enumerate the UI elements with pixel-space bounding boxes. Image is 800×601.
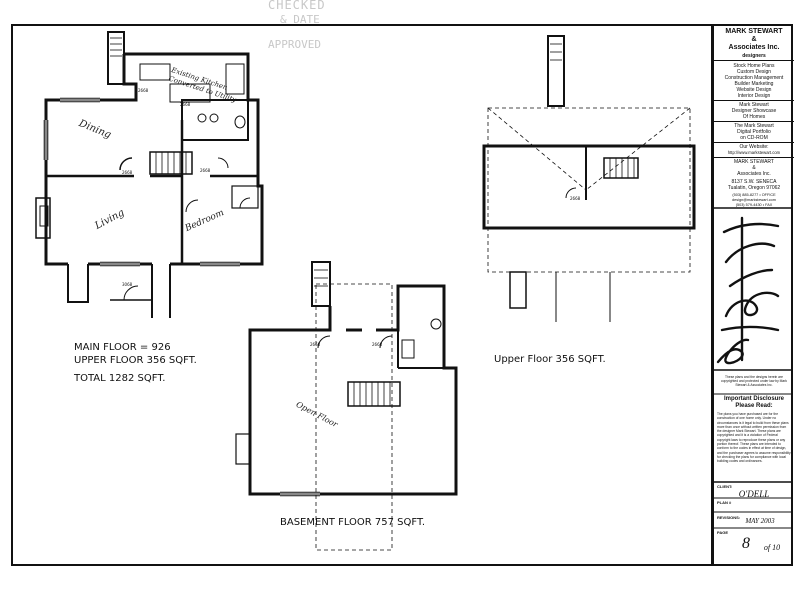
total-area: TOTAL 1282 SQFT. — [74, 373, 166, 384]
upper-floor-caption: Upper Floor 356 SQFT. — [494, 354, 606, 365]
page-label: PAGE — [717, 530, 729, 535]
sheet-border — [11, 24, 793, 566]
date-stamp: & DATE — [280, 13, 320, 26]
copyright-notice: These plans and the designs herein are c… — [721, 375, 787, 388]
company-name-line2: & — [751, 36, 757, 43]
door-tag: 2668 — [372, 342, 383, 347]
address-city: Tualatin, Oregon 97062 — [727, 185, 781, 191]
address-phone: (503) 885-8277 • OFFICE — [732, 193, 776, 197]
service-item: Builder Marketing — [734, 81, 774, 87]
disclosure-body: The plans you have purchased are for the… — [717, 412, 791, 464]
door-tag: 2668 — [138, 88, 149, 93]
checked-stamp: CHECKED — [268, 0, 326, 12]
website-label: Our Website: — [739, 144, 769, 150]
client-value: O'DELL — [738, 489, 770, 499]
plan-label: PLAN # — [717, 500, 732, 505]
door-tag: 2668 — [122, 170, 133, 175]
approved-stamp: APPROVED — [268, 38, 321, 51]
door-tag: 2668 — [570, 196, 581, 201]
address-name-line2: & — [752, 165, 756, 171]
service-item: Construction Management — [724, 75, 784, 81]
service-item: Interior Design — [737, 93, 771, 99]
portfolio-line: Digital Portfolio — [737, 129, 771, 135]
upper-floor-area: UPPER FLOOR 356 SQFT. — [74, 355, 197, 366]
page-value: 8 — [742, 535, 750, 552]
company-tagline: designers — [742, 53, 766, 59]
disclosure-heading: Important Disclosure — [723, 396, 784, 402]
address-name-line1: MARK STEWART — [733, 159, 774, 165]
door-tag: 2668 — [180, 102, 191, 107]
address-email: design@markstewart.com — [732, 198, 776, 202]
service-item: Stock Home Plans — [733, 63, 775, 69]
door-tag: 3068 — [122, 282, 133, 287]
portfolio-line: The Mark Stewart — [734, 123, 774, 129]
portfolio-line: on CD-ROM — [740, 135, 768, 141]
revisions-value: MAY 2003 — [745, 517, 775, 525]
showcase-line: Of Homes — [742, 114, 766, 120]
upper-floor-plan — [482, 35, 696, 322]
door-tag: 2668 — [200, 168, 211, 173]
page-total: of 10 — [763, 543, 781, 552]
company-name-line1: MARK STEWART — [725, 28, 783, 35]
signature-logo — [716, 216, 780, 365]
showcase-line: Designer Showcase — [731, 108, 777, 114]
basement-floor-plan — [235, 261, 458, 551]
service-item: Website Design — [736, 87, 772, 93]
address-fax: (503) 579-4430 • FAX — [735, 203, 773, 207]
website-url[interactable]: http://www.markstewart.com — [727, 150, 781, 155]
main-floor-plan — [35, 31, 264, 318]
main-floor-area: MAIN FLOOR = 926 — [74, 342, 171, 353]
company-name-line3: Associates Inc. — [728, 44, 780, 51]
service-item: Custom Design — [736, 69, 772, 75]
door-tag: 2668 — [310, 342, 321, 347]
basement-floor-caption: BASEMENT FLOOR 757 SQFT. — [280, 517, 426, 528]
showcase-line: Mark Stewart — [739, 102, 769, 108]
client-label: CLIENT: — [717, 484, 733, 489]
address-street: 8137 S.W. SENECA — [731, 179, 777, 185]
disclosure-subheading: Please Read: — [735, 403, 773, 409]
address-name-line3: Associates Inc. — [737, 171, 771, 177]
title-block: MARK STEWART & Associates Inc. designers… — [712, 25, 794, 565]
revisions-label: REVISIONS: — [717, 515, 741, 520]
